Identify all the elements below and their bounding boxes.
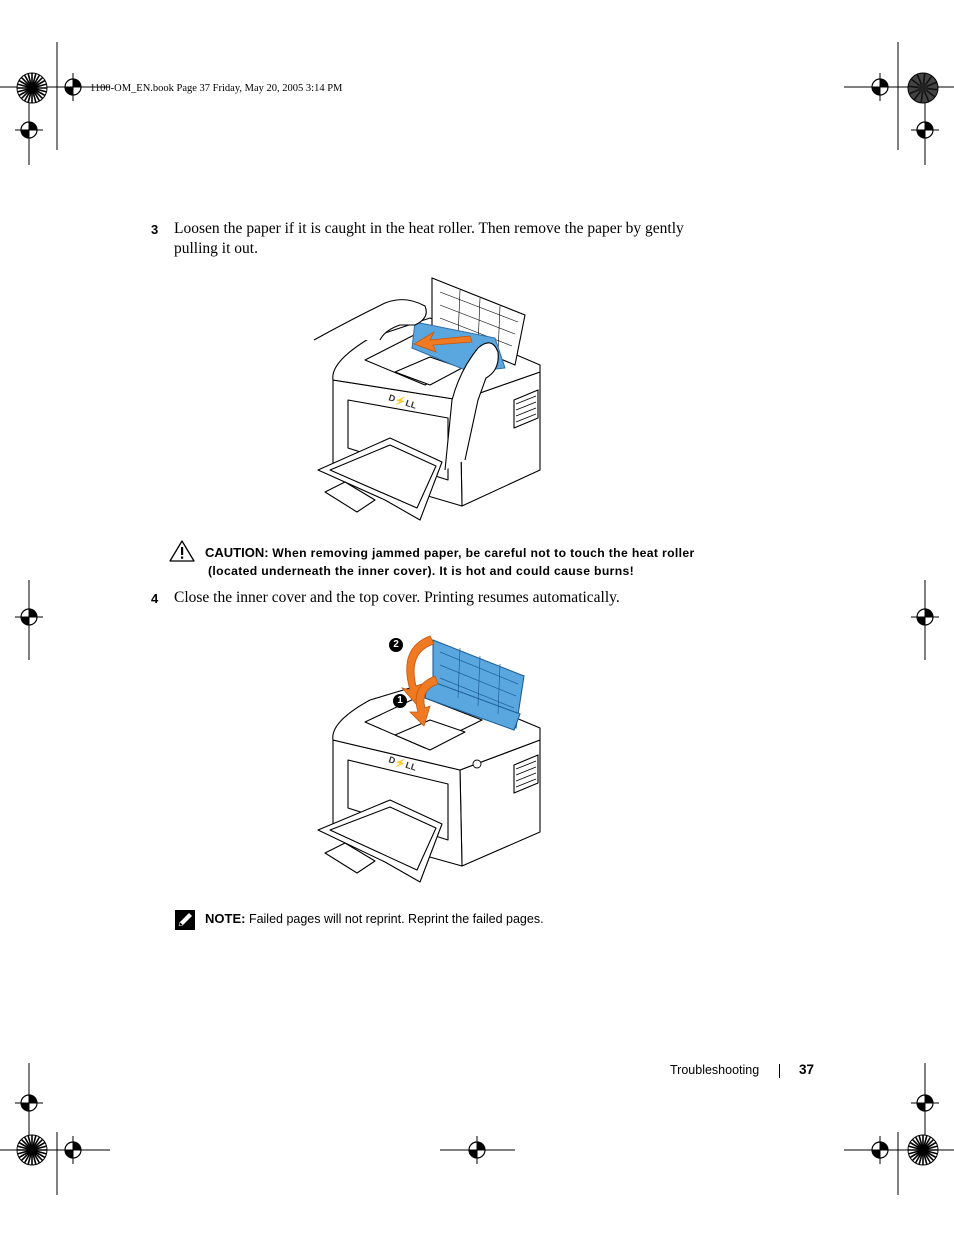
step-text-line: pulling it out. [174,240,258,257]
caution-line-2: (located underneath the inner cover). It… [208,564,635,578]
step-text: Loosen the paper if it is caught in the … [174,219,734,259]
caution-label: CAUTION: [205,545,269,560]
note-text: Failed pages will not reprint. Reprint t… [248,912,544,926]
note-label: NOTE: [205,911,246,926]
step-text-line: Close the inner cover and the top cover.… [174,589,620,606]
note-block: NOTE: Failed pages will not reprint. Rep… [205,911,544,926]
step-number: 4 [151,591,159,606]
step-text-line: Loosen the paper if it is caught in the … [174,220,684,237]
caution-block: CAUTION: When removing jammed paper, be … [205,544,725,580]
footer-section-title: Troubleshooting [670,1063,760,1077]
step-number: 3 [151,222,159,237]
callout-2: 2 [389,638,403,652]
warning-triangle-icon [169,540,195,562]
caution-text: When removing jammed paper, be careful n… [272,546,695,560]
footer-divider [779,1064,780,1078]
step-text: Close the inner cover and the top cover.… [174,588,734,608]
caution-line-1: CAUTION: When removing jammed paper, be … [205,544,725,562]
callout-1: 1 [393,694,407,708]
pencil-icon [175,910,195,930]
book-slug: 1100-OM_EN.book Page 37 Friday, May 20, … [90,83,343,94]
page-number: 37 [799,1062,815,1077]
